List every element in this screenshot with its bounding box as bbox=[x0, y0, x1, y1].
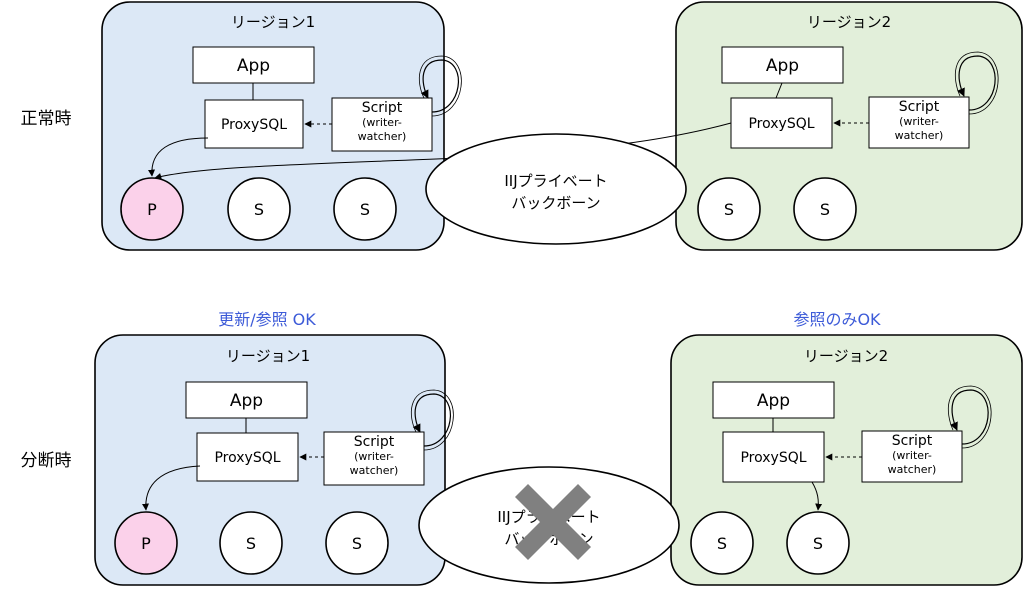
region2-partition: リージョン2 App ProxySQL Script(writer-watche… bbox=[670, 334, 1023, 586]
proxysql-label: ProxySQL bbox=[740, 450, 806, 466]
node-label: S bbox=[254, 200, 264, 219]
proxysql-box bbox=[196, 432, 299, 482]
region-title: リージョン2 bbox=[807, 13, 891, 31]
node-standby bbox=[325, 511, 389, 575]
node-label: S bbox=[352, 534, 362, 553]
script-label: Script(writer-watcher) bbox=[358, 100, 407, 143]
proxysql-label: ProxySQL bbox=[221, 117, 287, 133]
node-standby bbox=[697, 177, 761, 241]
row-label-normal: 正常時 bbox=[21, 109, 72, 129]
script-loop-arrow bbox=[412, 393, 451, 447]
app-label: App bbox=[766, 56, 799, 76]
script-loop-arrow bbox=[957, 55, 996, 111]
node-label: P bbox=[147, 200, 157, 219]
node-standby bbox=[786, 511, 850, 575]
proxy-primary-arrow bbox=[148, 137, 209, 177]
region1-normal: リージョン1 App ProxySQL Script(writer-watche… bbox=[101, 1, 462, 251]
proxysql-box bbox=[204, 99, 304, 149]
script-loop-arrow bbox=[950, 389, 989, 445]
script-label: Script(writer-watcher) bbox=[888, 433, 937, 476]
script-loop-arrow bbox=[420, 59, 459, 113]
row-partition: 分断時 更新/参照 OK 参照のみOK リージョン1 App ProxySQL … bbox=[21, 310, 1023, 586]
proxy-primary-arrow bbox=[142, 465, 201, 511]
region1-partition: リージョン1 App ProxySQL Script(writer-watche… bbox=[94, 334, 454, 586]
app-box bbox=[192, 46, 315, 84]
script-box bbox=[323, 431, 425, 486]
app-label: App bbox=[237, 56, 270, 76]
row-normal: 正常時 リージョン1 App ProxySQL Script(writer-wa… bbox=[21, 1, 1023, 251]
region-title: リージョン1 bbox=[226, 347, 310, 365]
status-region1: 更新/参照 OK bbox=[218, 310, 316, 329]
proxysql-box bbox=[722, 431, 825, 483]
node-standby bbox=[690, 511, 754, 575]
node-label: S bbox=[360, 200, 370, 219]
region-title: リージョン2 bbox=[804, 347, 888, 365]
node-label: S bbox=[820, 200, 830, 219]
node-primary bbox=[120, 177, 184, 241]
row-label-partition: 分断時 bbox=[21, 451, 72, 471]
script-label: Script(writer-watcher) bbox=[895, 99, 944, 142]
node-label: S bbox=[813, 534, 823, 553]
app-proxy-line bbox=[775, 82, 783, 99]
region2-normal: リージョン2 App ProxySQL Script(writer-watche… bbox=[675, 1, 1023, 251]
proxysql-label: ProxySQL bbox=[214, 450, 280, 466]
script-label: Script(writer-watcher) bbox=[350, 434, 399, 477]
node-label: S bbox=[717, 534, 727, 553]
node-standby bbox=[227, 177, 291, 241]
status-region2: 参照のみOK bbox=[793, 310, 881, 329]
node-standby bbox=[219, 511, 283, 575]
proxysql-label: ProxySQL bbox=[748, 116, 814, 132]
script-box bbox=[331, 97, 433, 152]
node-label: P bbox=[141, 534, 151, 553]
backbone-label: IIJプライベートバックボーン bbox=[504, 172, 607, 212]
app-box bbox=[712, 381, 835, 419]
region-title: リージョン1 bbox=[231, 13, 315, 31]
script-box bbox=[868, 96, 970, 149]
backbone-ellipse bbox=[425, 133, 687, 245]
node-label: S bbox=[246, 534, 256, 553]
app-label: App bbox=[230, 391, 263, 411]
disconnect-cross-icon bbox=[515, 484, 591, 560]
app-label: App bbox=[757, 391, 790, 411]
proxy-standby-arrow bbox=[811, 481, 823, 511]
node-standby bbox=[333, 177, 397, 241]
app-box bbox=[185, 381, 308, 419]
node-label: S bbox=[724, 200, 734, 219]
app-box bbox=[721, 46, 844, 84]
node-primary bbox=[114, 511, 178, 575]
node-standby bbox=[793, 177, 857, 241]
